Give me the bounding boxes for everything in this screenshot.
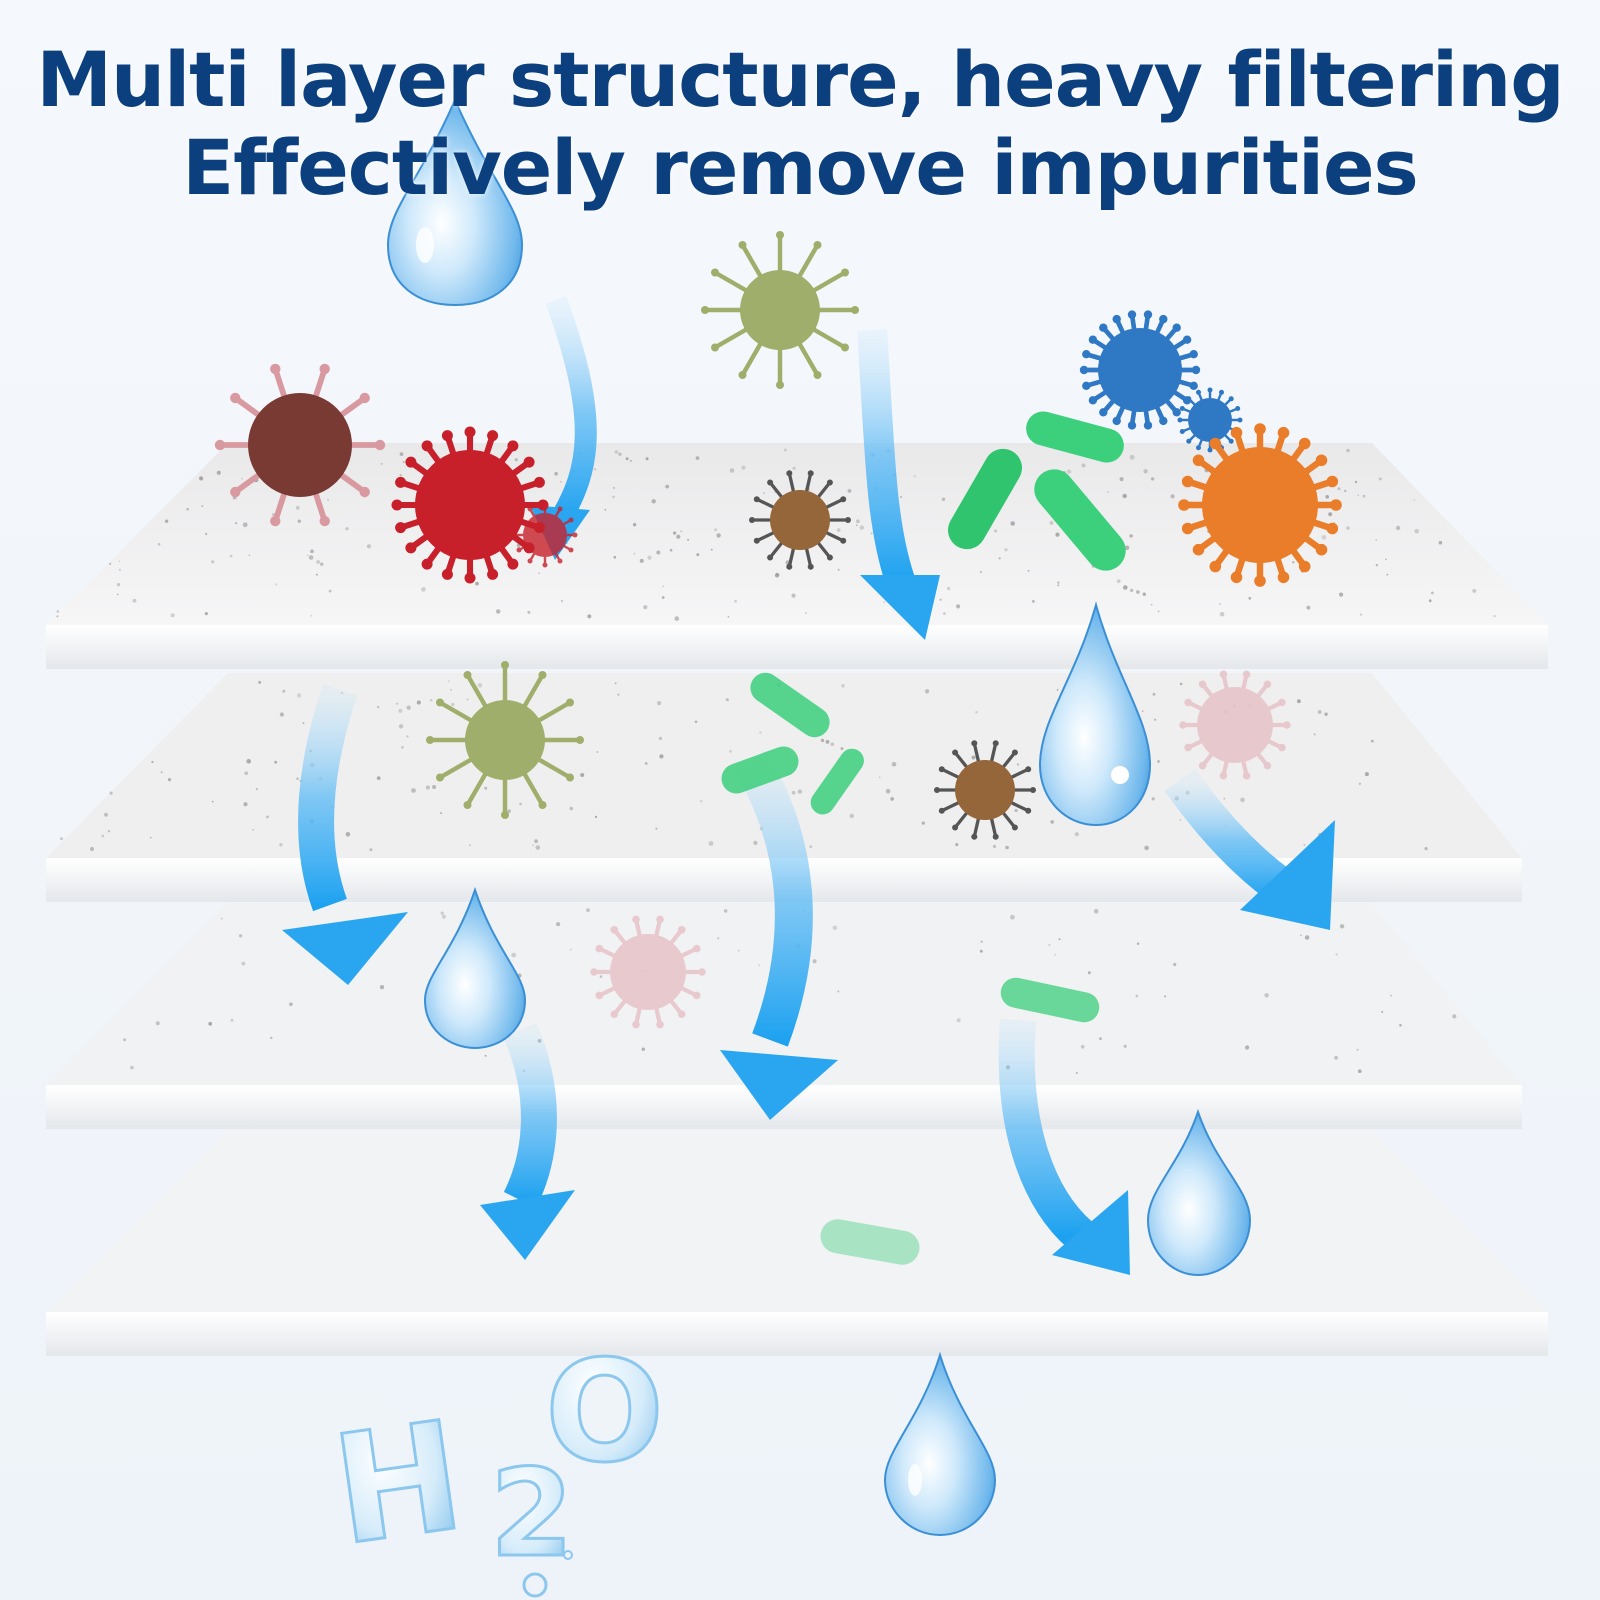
- bacteria-layer3: [1000, 977, 1100, 1023]
- virus-red: [391, 426, 549, 584]
- virus-blue-small: [1177, 387, 1243, 453]
- virus-red-small: [512, 502, 578, 568]
- dust-mite-top: [749, 470, 851, 570]
- flow-arrow-7: [998, 1018, 1130, 1275]
- flow-arrow-2: [857, 329, 940, 640]
- water-drop-bottom: [883, 1351, 997, 1537]
- h2o-digit-2: 2: [490, 1445, 574, 1584]
- virus-pink-mid: [1179, 670, 1291, 780]
- h2o-letter-h: H: [324, 1389, 473, 1579]
- water-drop-layer3: [1146, 1108, 1252, 1277]
- water-drop-top: [386, 97, 524, 307]
- bacteria-cluster-top: [948, 411, 1126, 571]
- virus-blue: [1079, 310, 1201, 430]
- dust-mite-mid: [934, 740, 1036, 840]
- flow-arrow-3: [282, 684, 408, 985]
- virus-olive-top: [701, 231, 859, 389]
- flow-arrow-6: [480, 1022, 575, 1260]
- virus-olive-mid: [426, 661, 584, 819]
- headline-line-1: Multi layer structure, heavy filtering: [36, 35, 1564, 124]
- flow-arrow-4: [720, 750, 838, 1120]
- virus-orange: [1178, 423, 1342, 587]
- water-drop-layer2: [423, 886, 527, 1050]
- flow-arrow-5: [1164, 768, 1335, 930]
- bacteria-cluster-mid: [721, 672, 864, 815]
- h2o-formula: H 2 O: [323, 1330, 666, 1598]
- virus-brown: [214, 363, 386, 527]
- bacteria-layer4: [820, 1219, 920, 1265]
- h2o-letter-o: O: [545, 1331, 664, 1494]
- water-drop-layer1: [1038, 601, 1152, 827]
- virus-pink-low: [590, 915, 706, 1029]
- headline-line-2: Effectively remove impurities: [182, 123, 1419, 212]
- filter-layer-4: [46, 1130, 1548, 1356]
